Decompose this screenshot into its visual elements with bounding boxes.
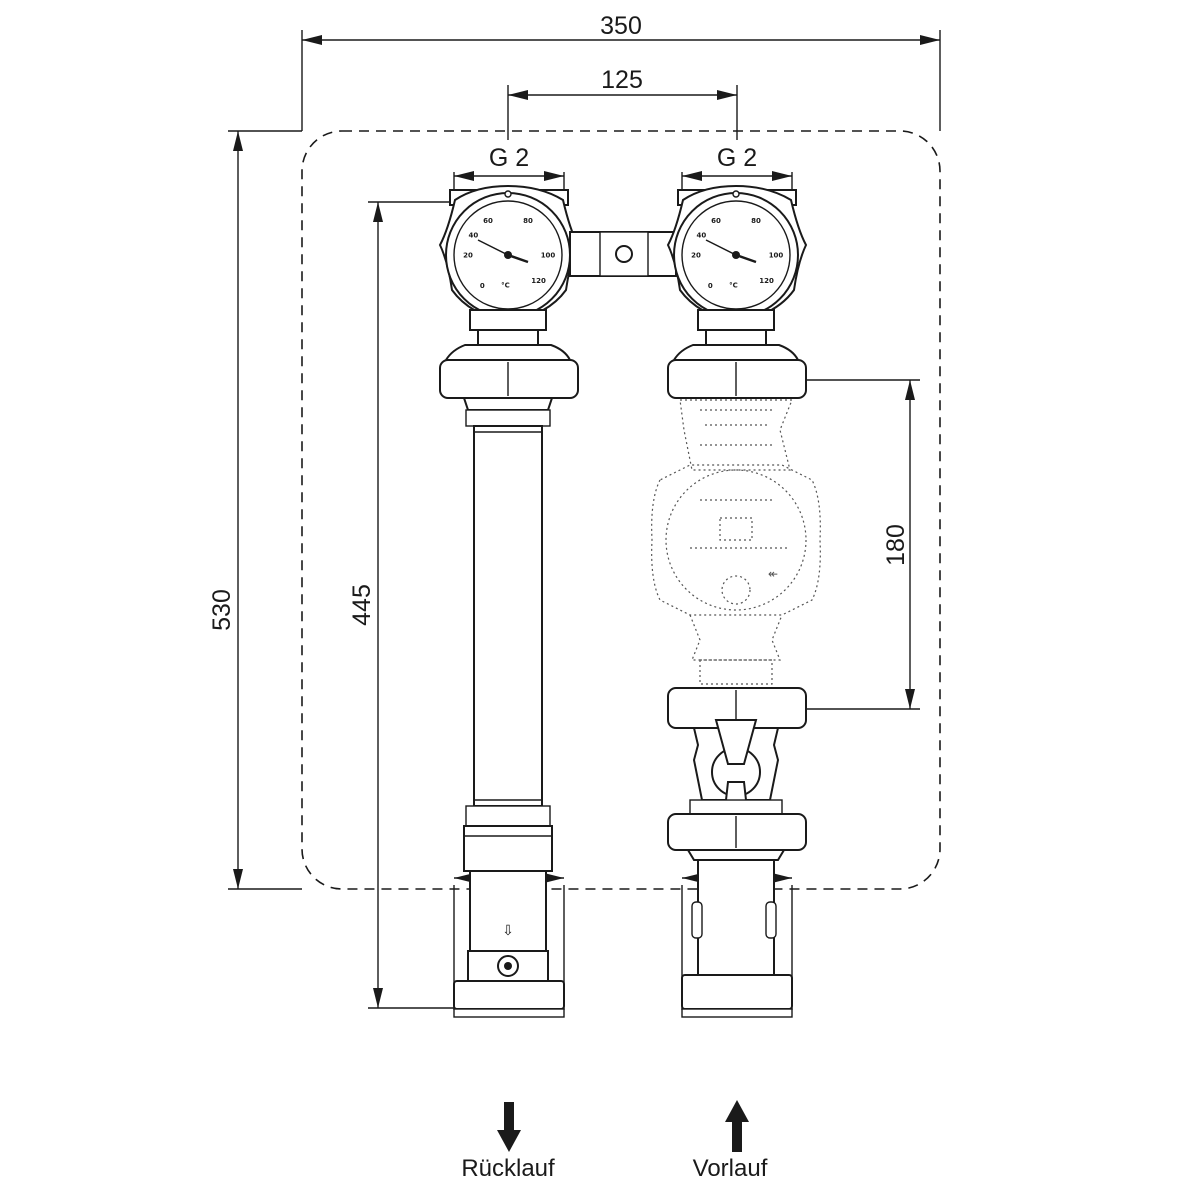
connecting-bracket: [569, 231, 677, 277]
return-branch: 0 20 40 60 80 100 120 °C ⇩: [438, 184, 580, 1018]
gauge-scale-label: 40: [469, 232, 479, 240]
gauge-scale-label: 40: [697, 232, 707, 240]
return-flow-arrow-icon: [497, 1102, 521, 1152]
gauge-scale-label: 120: [531, 277, 546, 285]
dimension-top-left-thread: G 2: [453, 144, 565, 200]
mounting-outline: [301, 130, 941, 890]
thread-label-top-left: G 2: [489, 144, 529, 172]
return-flow-label: Rücklauf: [461, 1155, 555, 1182]
dimension-pump-length: 180: [800, 379, 920, 710]
gauge-scale-label: °C: [729, 281, 738, 289]
gauge-scale-label: 120: [759, 277, 774, 285]
gauge-scale-label: 80: [751, 217, 761, 225]
supply-flow-arrow-icon: [725, 1100, 749, 1152]
gauge-scale-label: 0: [708, 282, 713, 290]
gauge-scale-label: °C: [501, 281, 510, 289]
dimension-total-height: 530: [208, 130, 302, 890]
gauge-scale-label: 80: [523, 217, 533, 225]
gauge-scale-label: 60: [483, 217, 493, 225]
gauge-scale-label: 100: [541, 252, 556, 260]
gauge-scale-label: 100: [769, 252, 784, 260]
thread-label-top-right: G 2: [717, 144, 757, 172]
dimension-label-180: 180: [882, 524, 910, 566]
dimension-label-445: 445: [348, 584, 376, 626]
dimension-total-width: 350: [301, 12, 941, 131]
supply-branch: 0 20 40 60 80 100 120 °C ↞: [651, 184, 821, 1018]
dimension-center-distance: 125: [507, 66, 738, 140]
gauge-scale-label: 20: [691, 252, 701, 260]
circulation-pump-outline: ↞: [651, 399, 821, 685]
dimension-pipe-length: 445: [348, 201, 460, 1009]
drain-arrow-icon: ⇩: [502, 923, 514, 939]
dimension-label-530: 530: [208, 589, 236, 631]
supply-flow-label: Vorlauf: [693, 1155, 768, 1182]
pump-arrow-icon: ↞: [768, 567, 778, 581]
dimension-label-350: 350: [600, 12, 642, 40]
thermometer-left: 0 20 40 60 80 100 120 °C: [438, 184, 580, 324]
gauge-scale-label: 60: [711, 217, 721, 225]
gauge-scale-label: 20: [463, 252, 473, 260]
dimension-label-125: 125: [601, 66, 643, 94]
gauge-scale-label: 0: [480, 282, 485, 290]
thermometer-right: 0 20 40 60 80 100 120 °C: [666, 184, 808, 324]
